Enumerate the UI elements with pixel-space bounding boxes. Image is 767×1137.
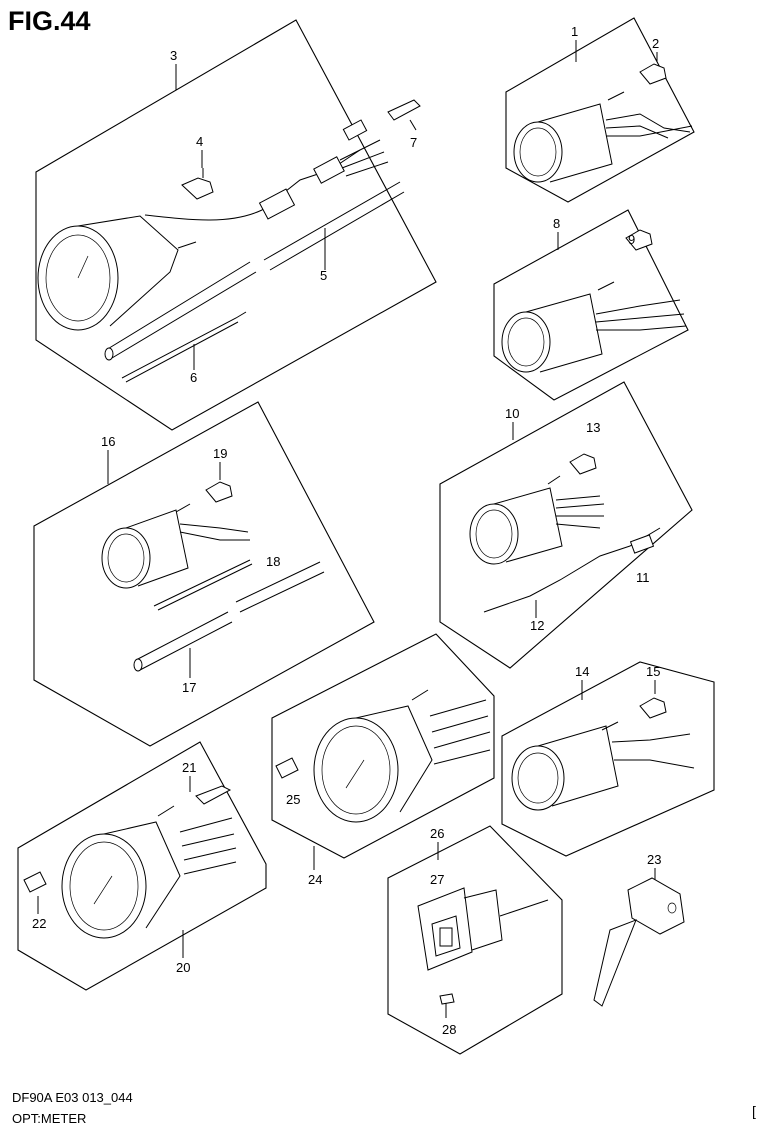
group-16-frame (33, 401, 375, 747)
group-24: 25 24 (271, 633, 495, 887)
group-14-frame (501, 661, 715, 857)
callout-21: 21 (182, 760, 196, 775)
callout-7: 7 (410, 135, 417, 150)
footer-section-label: OPT:METER (12, 1111, 87, 1126)
callout-11: 11 (636, 570, 650, 585)
figure-title: FIG.44 (8, 6, 91, 36)
callout-27: 27 (430, 872, 444, 887)
callout-4: 4 (196, 134, 203, 149)
group-26-frame (387, 825, 563, 1055)
gauge-large-3 (37, 215, 197, 331)
callout-12: 12 (530, 618, 544, 633)
group-10: 10 11 12 13 (439, 381, 693, 669)
callout-26: 26 (430, 826, 444, 841)
callout-24: 24 (308, 872, 322, 887)
bulb-4 (181, 168, 214, 200)
tube-5 (263, 181, 405, 271)
callout-13: 13 (586, 420, 600, 435)
callout-20: 20 (176, 960, 190, 975)
group-20: 21 22 20 (17, 741, 267, 991)
group-3: 3 4 5 6 7 (35, 19, 437, 431)
callout-1: 1 (571, 24, 578, 39)
callout-22: 22 (32, 916, 46, 931)
callout-8: 8 (553, 216, 560, 231)
group-16: 16 17 18 19 (33, 401, 375, 747)
group-8-frame (493, 209, 689, 401)
callout-3: 3 (170, 48, 177, 63)
callout-10: 10 (505, 406, 519, 421)
footer-model-code: DF90A E03 013_044 (12, 1090, 133, 1105)
callout-5: 5 (320, 268, 327, 283)
callout-9: 9 (628, 232, 635, 247)
callout-2: 2 (652, 36, 659, 51)
callout-17: 17 (182, 680, 196, 695)
group-10-frame (439, 381, 693, 669)
callout-28: 28 (442, 1022, 456, 1037)
callout-15: 15 (646, 664, 660, 679)
socket-7 (387, 99, 421, 121)
group-14: 14 15 (501, 661, 715, 857)
callout-23: 23 (647, 852, 661, 867)
callout-16: 16 (101, 434, 115, 449)
harness-3 (144, 149, 361, 221)
group-24-frame (271, 633, 495, 859)
screw-28 (439, 993, 455, 1005)
group-1: 1 2 (505, 17, 695, 203)
group-26: 26 27 28 (387, 825, 563, 1055)
tie-18 (153, 559, 253, 611)
group-20-frame (17, 741, 267, 991)
callout-6: 6 (190, 370, 197, 385)
tie-6 (121, 311, 247, 383)
corner-mark: [ (752, 1103, 756, 1119)
callout-18: 18 (266, 554, 280, 569)
callout-25: 25 (286, 792, 300, 807)
callout-19: 19 (213, 446, 227, 461)
group-1-frame (505, 17, 695, 203)
group-3-frame (35, 19, 437, 431)
callout-14: 14 (575, 664, 589, 679)
group-8: 8 9 (493, 209, 689, 401)
part-23-sender: 23 (593, 852, 685, 1007)
